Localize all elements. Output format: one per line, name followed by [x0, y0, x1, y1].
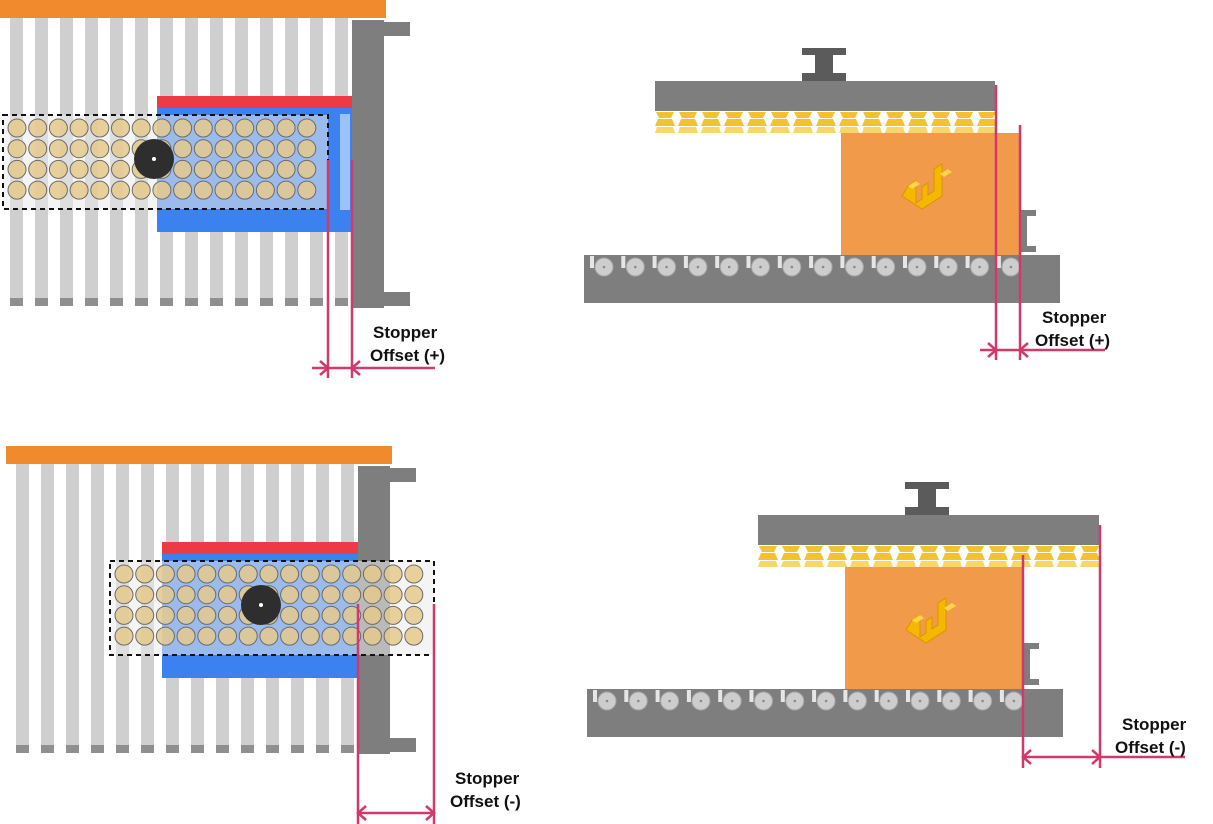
gripper-plate	[655, 81, 995, 111]
stopper-offset-label: Stopper Offset (+)	[370, 323, 445, 365]
suction-cup-row	[655, 112, 997, 133]
stopper	[1020, 210, 1036, 252]
stopper	[1023, 643, 1039, 685]
gripper-mount	[802, 48, 846, 81]
offset-dimension	[356, 604, 436, 824]
stopper	[352, 20, 410, 308]
box-logo-icon	[901, 163, 952, 210]
conveyor-frame	[6, 446, 392, 464]
pallet-edge	[157, 96, 352, 108]
gripper-plate	[758, 515, 1099, 545]
side-view-positive-offset: Stopper Offset (+)	[584, 48, 1111, 360]
roller-row	[593, 690, 1024, 711]
side-view-negative-offset: Stopper Offset (-)	[587, 482, 1191, 768]
conveyor-frame	[0, 0, 386, 18]
roller-row	[590, 256, 1021, 277]
box-logo-icon	[905, 597, 956, 644]
suction-cup-row	[758, 546, 1100, 567]
offset-dimension	[1021, 525, 1185, 768]
stopper-offset-label: Stopper Offset (+)	[1035, 308, 1111, 350]
offset-dimension	[312, 160, 435, 378]
stopper-offset-label: Stopper Offset (-)	[1115, 715, 1191, 757]
top-view-negative-offset: Stopper Offset (-)	[6, 446, 524, 824]
pallet-edge	[162, 542, 358, 554]
top-view-positive-offset: Stopper Offset (+)	[0, 0, 445, 378]
pallet-highlight	[340, 114, 350, 210]
gripper-mount	[905, 482, 949, 515]
stopper-offset-label: Stopper Offset (-)	[450, 769, 524, 811]
suction-cup-grid	[7, 118, 317, 200]
offset-dimension	[980, 85, 1105, 360]
